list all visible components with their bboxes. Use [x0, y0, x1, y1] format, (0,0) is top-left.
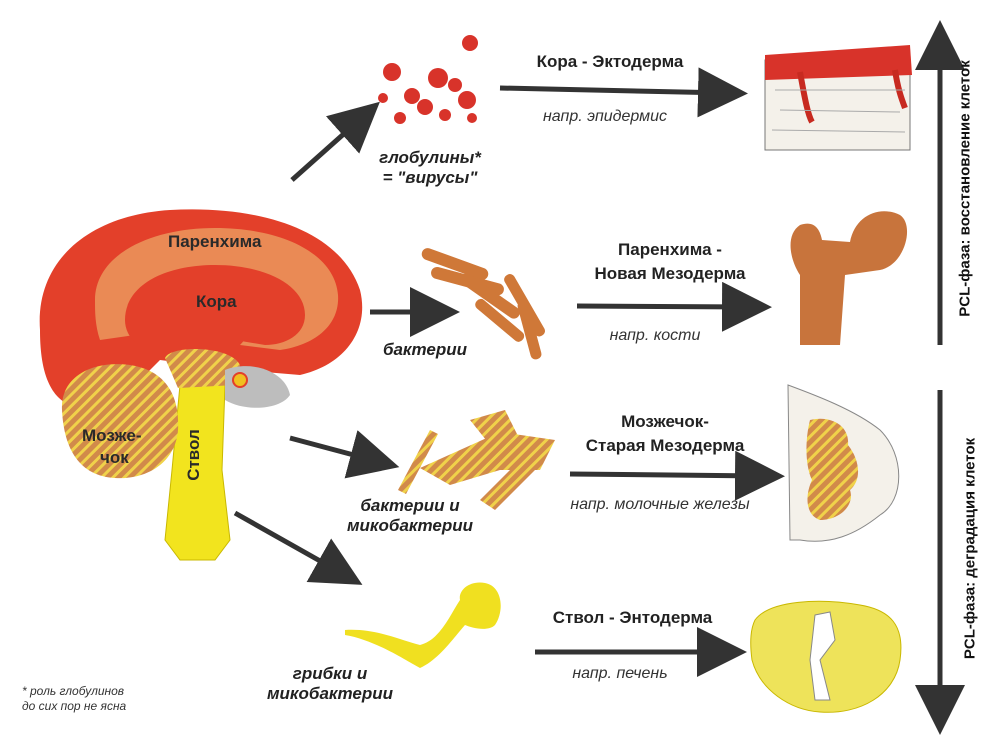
cerebellum-shape [61, 364, 179, 479]
microbe-label-fungi: грибки и микобактерии [250, 664, 410, 704]
layer-cerebellum-line2: Старая Мезодерма [585, 436, 745, 455]
layer-label-cortex-ectoderm: Кора - Эктодерма [536, 52, 684, 71]
arrow-to-fungi [233, 510, 363, 585]
footnote: * роль глобулинов до сих пор не ясна [22, 684, 126, 714]
microbe-globulins-line2: = "вирусы" [382, 168, 478, 187]
label-cortex: Кора [196, 292, 237, 311]
microbe-label-globulins: глобулины* = "вирусы" [360, 148, 500, 188]
cortex-inner [125, 265, 305, 345]
label-stem: Ствол [183, 429, 203, 481]
layer-label-stem-endoderm: Ствол - Энтодерма [552, 608, 713, 627]
arrow-to-mycobacteria [289, 430, 400, 479]
layer-parenchyma-line1: Паренхима - [618, 240, 722, 259]
microbe-label-bacteria: бактерии [382, 340, 468, 359]
arrow-to-skin [499, 67, 748, 118]
bacteria-cluster [421, 248, 545, 360]
brain-illustration [39, 209, 363, 561]
label-cerebellum-line2: чок [100, 448, 129, 467]
example-bones: напр. кости [609, 327, 701, 344]
microbe-mycobacteria-line1: бактерии и [360, 496, 460, 515]
layer-cerebellum-line1: Мозжечок- [621, 412, 709, 431]
axis-label-restoration: PCL-фаза: восстановление клеток [956, 60, 974, 317]
example-liver: напр. печень [572, 665, 668, 682]
arrow-to-bone [576, 281, 772, 332]
microbe-mycobacteria-line2: микобактерии [346, 516, 474, 535]
layer-parenchyma-line2: Новая Мезодерма [594, 264, 746, 283]
thalamus-area [165, 348, 240, 388]
fungi-shape [345, 582, 501, 668]
liver-illustration [750, 600, 902, 713]
microbe-label-mycobacteria: бактерии и микобактерии [330, 496, 490, 536]
mycobacteria-cluster [398, 410, 555, 510]
label-cerebellum: Мозже- чок [82, 425, 142, 469]
globulins-cluster [378, 35, 478, 124]
footnote-line2: до сих пор не ясна [22, 699, 127, 713]
arrow-to-breast [569, 450, 785, 501]
arrow-to-globulins [290, 101, 380, 182]
breast-illustration [787, 384, 900, 542]
layer-label-parenchyma-mesoderm: Паренхима - Новая Мезодерма [580, 238, 760, 286]
bone-illustration [790, 211, 908, 345]
skin-illustration [764, 45, 912, 151]
label-parenchyma: Паренхима [168, 232, 262, 251]
axis-label-degradation: PCL-фаза: деградация клеток [961, 437, 979, 660]
example-epidermis: напр. эпидермис [542, 108, 667, 125]
microbe-fungi-line1: грибки и [292, 664, 368, 683]
footnote-line1: * роль глобулинов [22, 684, 125, 698]
example-mammary-glands: напр. молочные железы [570, 496, 750, 513]
layer-label-cerebellum-mesoderm: Мозжечок- Старая Мезодерма [560, 410, 770, 458]
brain-stem-shape [164, 384, 231, 561]
label-cerebellum-line1: Мозже- [82, 426, 142, 445]
microbe-fungi-line2: микобактерии [266, 684, 394, 703]
microbe-globulins-line1: глобулины* [379, 148, 481, 167]
